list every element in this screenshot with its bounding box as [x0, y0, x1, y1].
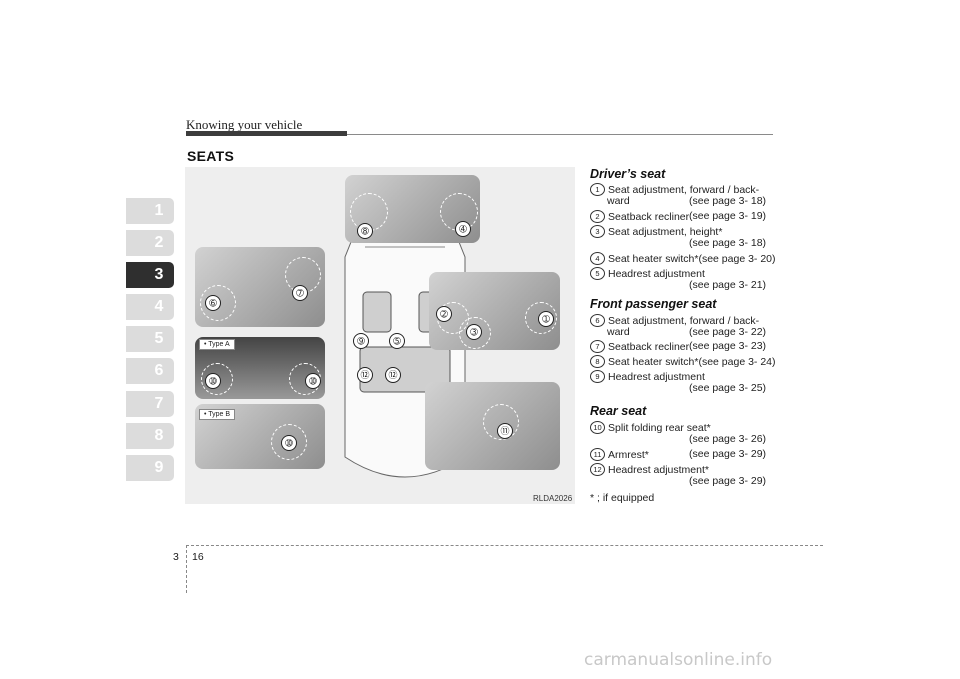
callout-11: ⑪: [497, 423, 513, 439]
chapter-tab-5[interactable]: 5: [126, 326, 174, 352]
footer-chapter-number: 3: [173, 551, 179, 563]
callout-10a: ➉: [205, 373, 221, 389]
section-title: SEATS: [187, 148, 235, 164]
header-rule: [347, 134, 773, 135]
chapter-tab-1[interactable]: 1: [126, 198, 174, 224]
page-ref: (see page 3- 26): [689, 433, 767, 445]
page-ref: (see page 3- 21): [689, 279, 767, 291]
page-ref: (see page 3- 18): [689, 195, 767, 207]
callout-8: ➇: [357, 223, 373, 239]
callout-1: ➀: [538, 311, 554, 327]
callout-5: ➄: [389, 333, 405, 349]
page-ref: (see page 3- 29): [689, 475, 767, 487]
callout-3: ➂: [466, 324, 482, 340]
chapter-tab-4[interactable]: 4: [126, 294, 174, 320]
type-b-label: • Type B: [199, 409, 236, 420]
chapter-tab-6[interactable]: 6: [126, 358, 174, 384]
callout-6: ➅: [205, 295, 221, 311]
seats-illustration: ➇ ➃ ➅ ➆ ➁ ➂ ➀ ➈ ➄ ⑫ ⑫ • Type A ➉ ➉ • Typ…: [185, 167, 575, 504]
watermark: carmanualsonline.info: [584, 650, 773, 670]
rear-seat-heading: Rear seat: [590, 404, 647, 418]
callout-2: ➁: [436, 306, 452, 322]
page-ref: (see page 3- 22): [689, 326, 767, 338]
chapter-tab-9[interactable]: 9: [126, 455, 174, 481]
callout-10b: ➉: [305, 373, 321, 389]
chapter-tab-8[interactable]: 8: [126, 423, 174, 449]
chapter-tab-2[interactable]: 2: [126, 230, 174, 256]
armrest-photo: [425, 382, 560, 470]
page-ref: (see page 3- 25): [689, 382, 767, 394]
page-ref: (see page 3- 18): [689, 237, 767, 249]
header-bar: [186, 131, 347, 136]
page-ref: (see page 3- 29): [689, 448, 767, 460]
callout-7: ➆: [292, 285, 308, 301]
footer-page-number: 16: [192, 551, 204, 563]
header-title: Knowing your vehicle: [186, 117, 303, 132]
list-item-continuation: ward: [607, 326, 630, 338]
type-a-label: • Type A: [199, 339, 235, 350]
chapter-tab-3[interactable]: 3: [126, 262, 174, 288]
callout-12b: ⑫: [385, 367, 401, 383]
footer-rule: [186, 545, 823, 546]
callout-9: ➈: [353, 333, 369, 349]
front-passenger-seat-heading: Front passenger seat: [590, 297, 717, 311]
figure-code: RLDA2026: [533, 494, 573, 503]
drivers-seat-heading: Driver’s seat: [590, 167, 666, 181]
page-ref: (see page 3- 23): [689, 340, 767, 352]
chapter-tab-7[interactable]: 7: [126, 391, 174, 417]
footnote: * ; if equipped: [590, 492, 655, 504]
callout-10c: ➉: [281, 435, 297, 451]
page-ref: (see page 3- 19): [689, 210, 767, 222]
footer-divider: [186, 545, 187, 593]
callout-12: ⑫: [357, 367, 373, 383]
list-item-continuation: ward: [607, 195, 630, 207]
callout-4: ➃: [455, 221, 471, 237]
